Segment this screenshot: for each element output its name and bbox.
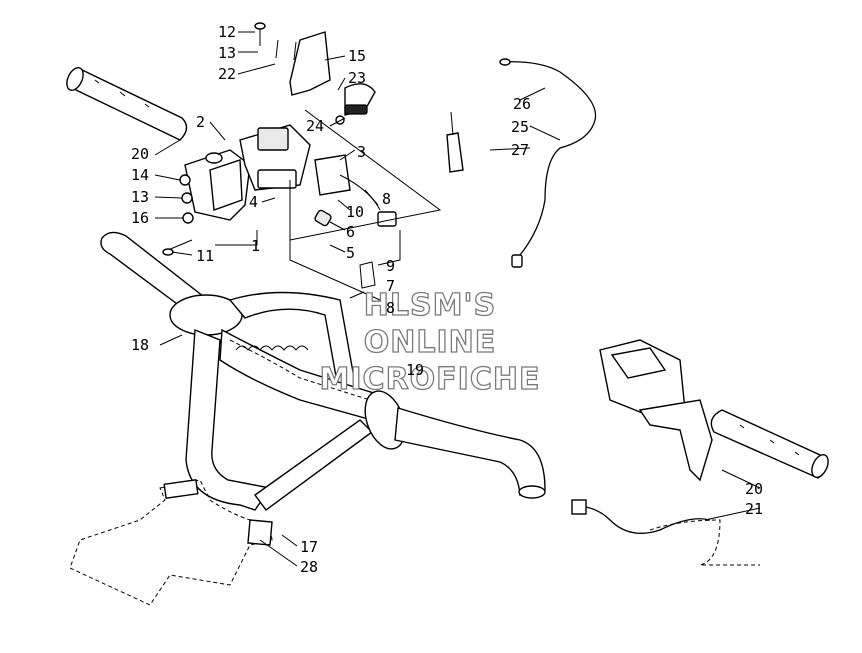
callout-26: 26: [513, 95, 531, 113]
callout-13: 13: [218, 44, 236, 62]
callout-21: 21: [745, 500, 763, 518]
callout-4: 4: [249, 193, 258, 211]
callout-20-right: 20: [745, 480, 763, 498]
callout-1: 1: [251, 237, 260, 255]
callout-12: 12: [218, 23, 236, 41]
handlebar: [100, 231, 546, 511]
callout-7: 7: [386, 277, 395, 295]
callout-8-lower: 8: [386, 299, 395, 317]
callout-18: 18: [131, 336, 149, 354]
callout-16: 16: [131, 209, 149, 227]
left-grip: [66, 67, 188, 141]
watermark-line-2: ONLINE: [364, 325, 497, 360]
callout-20-left: 20: [131, 145, 149, 163]
callout-28: 28: [300, 558, 318, 576]
callout-13-lower: 13: [131, 188, 149, 206]
callout-6: 6: [346, 223, 355, 241]
brake-assembly: [571, 339, 829, 566]
left-switch-housing: [162, 124, 397, 299]
callout-25: 25: [511, 118, 529, 136]
callout-23: 23: [348, 69, 366, 87]
callout-3: 3: [357, 143, 366, 161]
callout-8: 8: [382, 190, 391, 208]
callout-24: 24: [306, 117, 324, 135]
callout-19: 19: [406, 361, 424, 379]
callout-11: 11: [196, 247, 214, 265]
top-bracket-parts: [254, 22, 376, 125]
callout-10: 10: [346, 203, 364, 221]
callout-22: 22: [218, 65, 236, 83]
throttle-cable: [446, 58, 597, 268]
callout-2: 2: [196, 113, 205, 131]
callout-27: 27: [511, 141, 529, 159]
callout-15: 15: [348, 47, 366, 65]
callout-17: 17: [300, 538, 318, 556]
callout-14: 14: [131, 166, 149, 184]
callout-9: 9: [386, 257, 395, 275]
watermark-line-1: HLSM'S: [364, 288, 496, 323]
leader-lines: [154, 31, 761, 567]
callout-5: 5: [346, 244, 355, 262]
handlebar-pad: [69, 479, 273, 606]
watermark: HLSM'S ONLINE MICROFICHE: [319, 287, 541, 397]
callouts: 12 13 22 15 23 24 2 20 14 13 16 11 4 1 3…: [131, 23, 763, 576]
watermark-line-3: MICROFICHE: [320, 362, 541, 397]
